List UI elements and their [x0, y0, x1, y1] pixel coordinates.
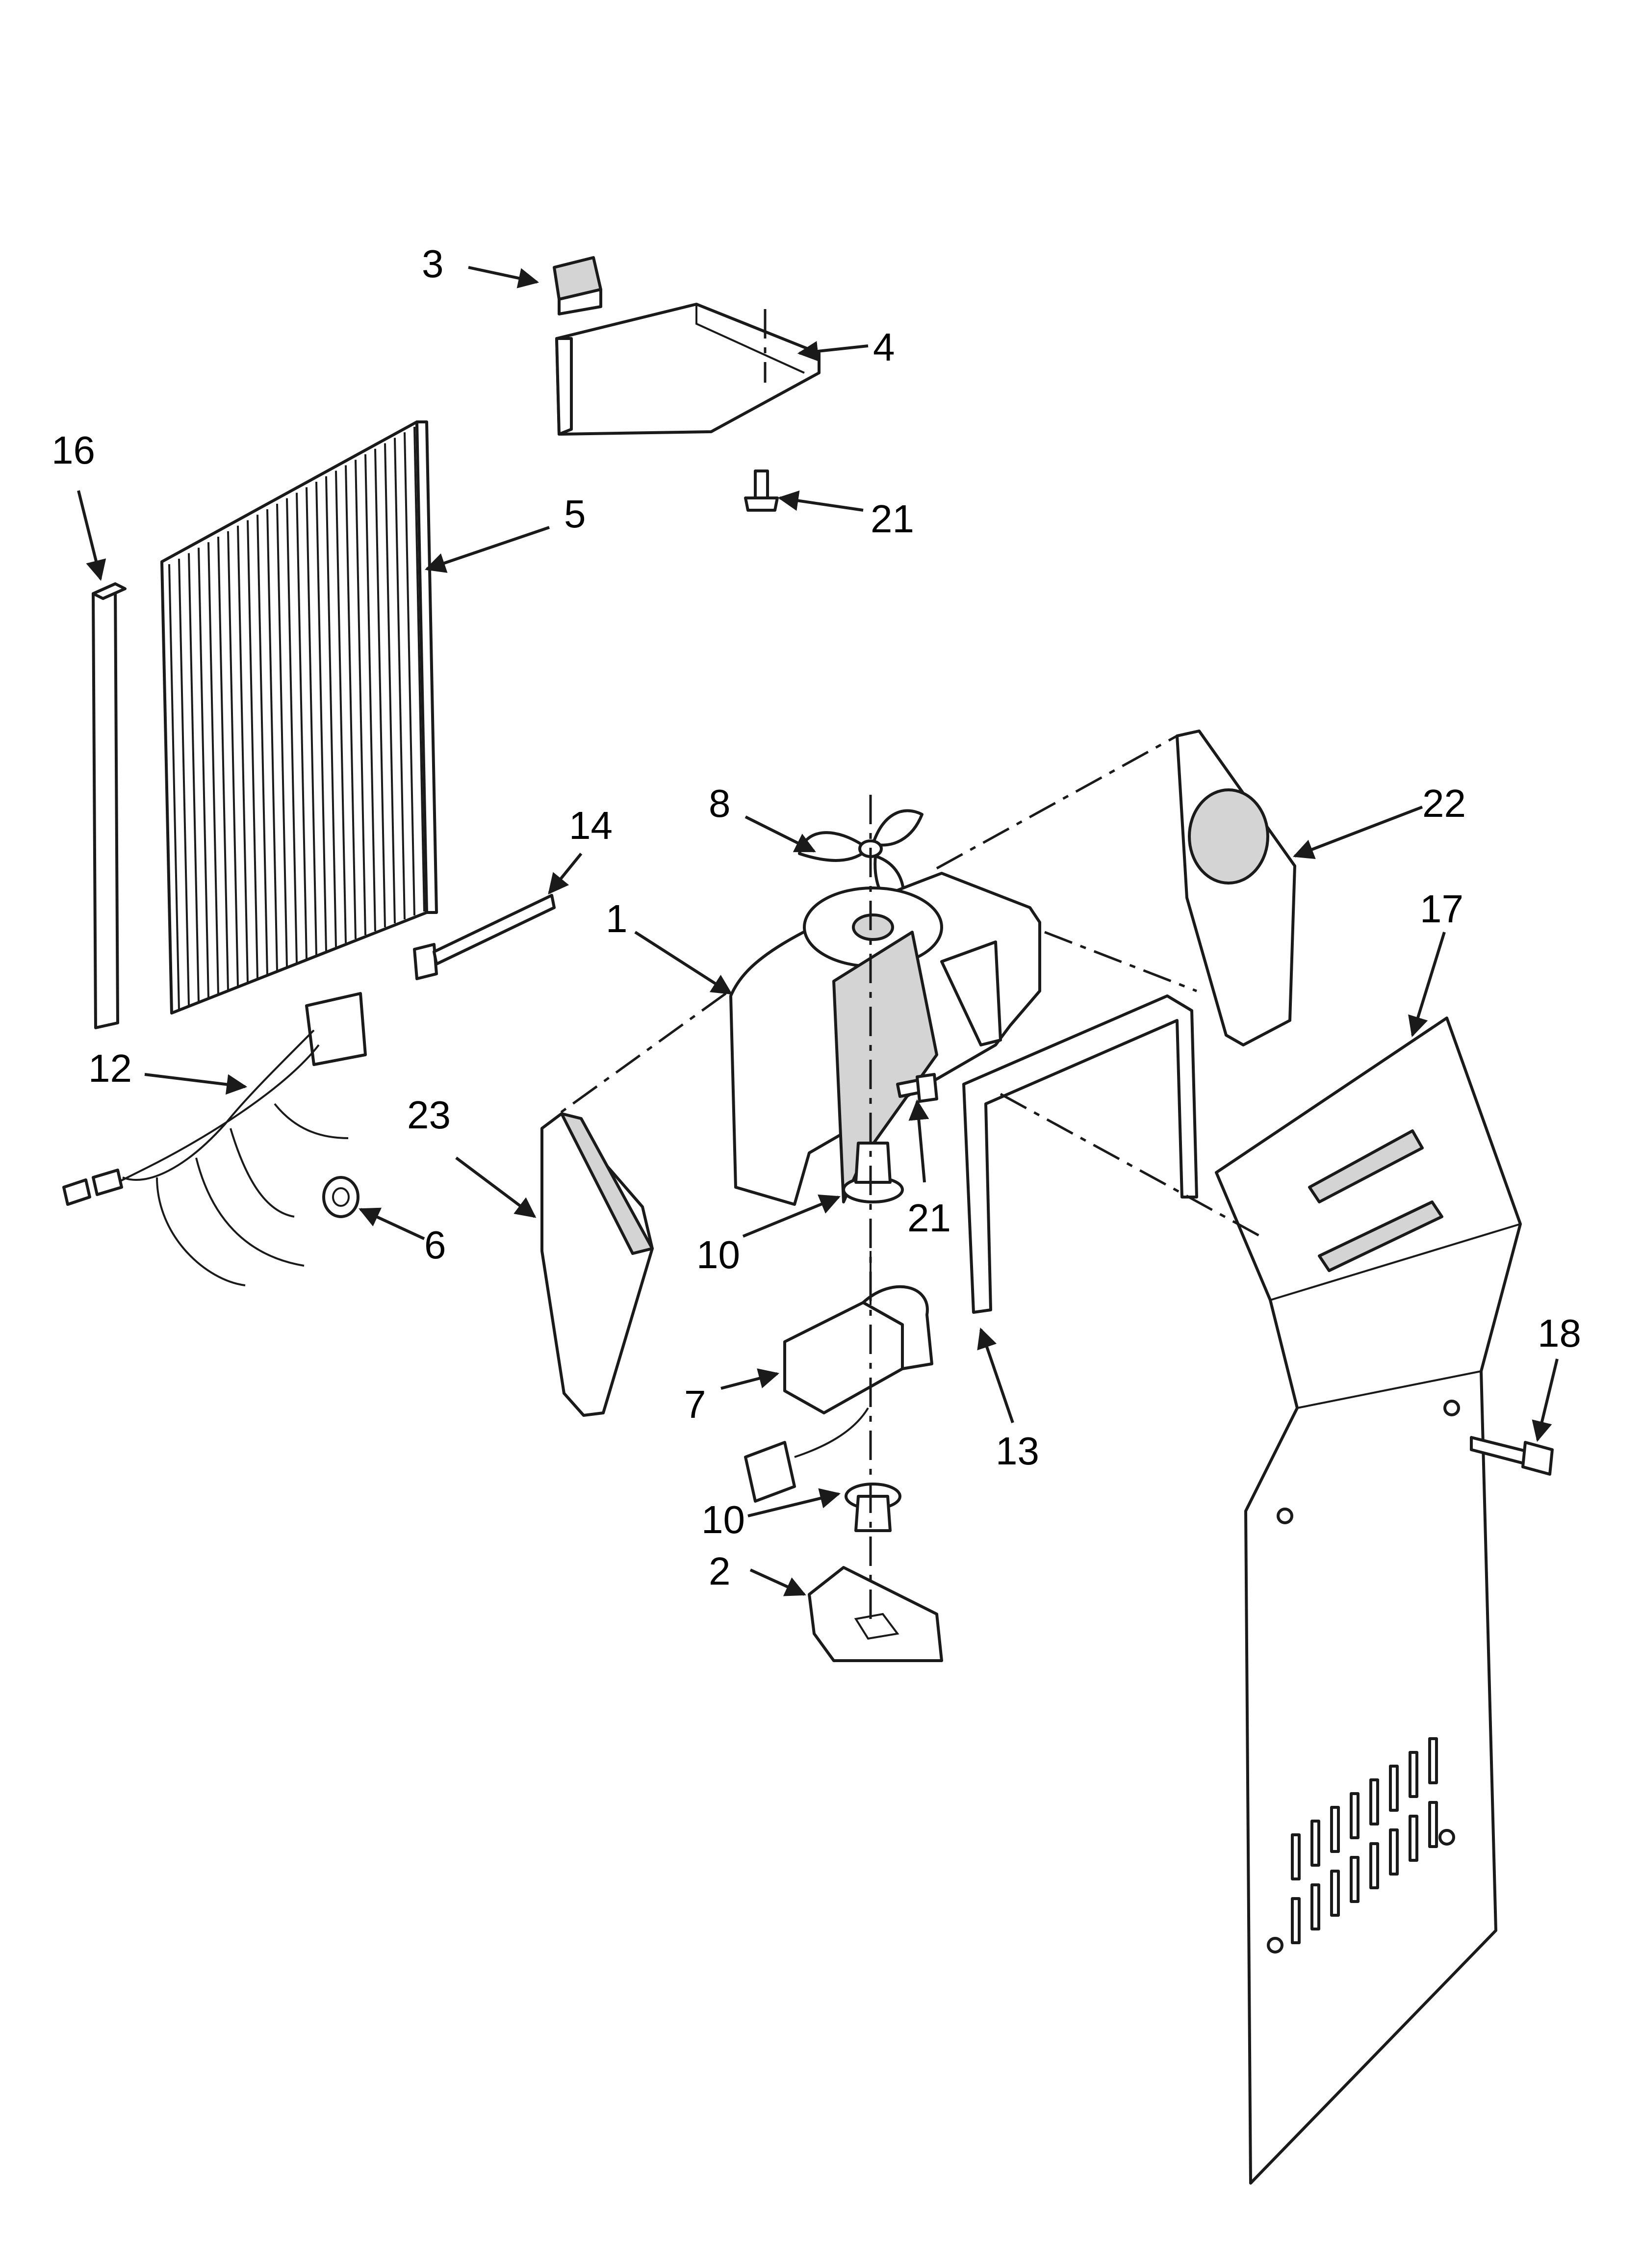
vent-slot: [1291, 1897, 1301, 1944]
part-21-screw-middle: [896, 1073, 938, 1103]
coil-fin: [413, 426, 425, 912]
coil-fin: [247, 520, 258, 979]
callout-16: 16: [51, 428, 95, 472]
coil-fin: [257, 515, 268, 975]
vent-slot: [1428, 1737, 1438, 1784]
callout-12: 12: [88, 1046, 132, 1090]
vent-slot: [1409, 1815, 1418, 1862]
callout-14: 14: [569, 804, 613, 847]
part-1-fan-housing: [729, 872, 1041, 1206]
vent-slot: [1310, 1883, 1320, 1930]
coil-fin: [355, 460, 366, 936]
part-22-duct-panel: [1176, 730, 1296, 1046]
coil-fin: [207, 542, 219, 994]
part-6-knob: [322, 1176, 359, 1218]
callout-3: 3: [422, 242, 444, 286]
vent-slot: [1330, 1806, 1340, 1853]
vent-slot: [1389, 1765, 1399, 1812]
callout-22: 22: [1422, 782, 1466, 825]
part-17-rear-cover: [1215, 1017, 1522, 2185]
part-10-grommet-lower: [845, 1483, 901, 1532]
callout-13: 13: [996, 1429, 1039, 1473]
coil-fin: [168, 564, 180, 1010]
part-21-screw-top: [744, 469, 779, 512]
callout-2: 2: [709, 1549, 731, 1593]
coil-fin: [315, 481, 327, 951]
part-4-bracket: [555, 303, 821, 436]
part-16-strip: [92, 582, 127, 1029]
leader-lines: [77, 266, 1559, 1596]
vent-slot: [1310, 1820, 1320, 1867]
coil-fin: [374, 448, 386, 928]
vent-slot: [1369, 1842, 1379, 1889]
callout-10-upper: 10: [696, 1233, 740, 1277]
coil-fin: [276, 503, 288, 967]
assembly-lines: [558, 734, 1261, 1238]
coil-fin: [178, 558, 190, 1006]
coil-fin: [188, 553, 200, 1002]
vent-slot: [1409, 1751, 1418, 1798]
part-10-grommet-upper: [842, 1142, 904, 1203]
callout-21-middle: 21: [907, 1196, 951, 1240]
part-18-screw: [1470, 1436, 1554, 1476]
part-5-coil: [160, 420, 438, 1015]
coil-fin: [345, 465, 357, 939]
vent-slot: [1350, 1856, 1360, 1903]
callout-18: 18: [1538, 1311, 1581, 1355]
coil-fin: [335, 470, 347, 943]
coil-fin: [364, 454, 376, 932]
callout-6: 6: [424, 1223, 446, 1267]
callout-17: 17: [1420, 887, 1463, 931]
coil-fin: [404, 432, 415, 916]
coil-fin: [384, 443, 396, 924]
part-7-motor: [744, 1251, 933, 1503]
vent-slot: [1369, 1778, 1379, 1825]
coil-fin: [286, 498, 298, 963]
callout-1: 1: [606, 897, 628, 940]
callout-labels: 3 4 21 5 16 14 8 1 22 17 12 23 21 10 6 7…: [51, 242, 1581, 1593]
coil-fin: [198, 547, 209, 998]
coil-fin: [325, 476, 337, 947]
coil-fin: [237, 525, 249, 983]
callout-10-lower: 10: [701, 1498, 745, 1541]
part-12-wire-harness: [62, 992, 367, 1286]
part-14-cable-tie: [413, 894, 556, 980]
coil-fin: [227, 531, 239, 987]
part-23-side-panel: [540, 1112, 654, 1417]
vent-slot: [1428, 1801, 1438, 1848]
callout-21-top: 21: [871, 497, 914, 541]
callout-5: 5: [564, 492, 586, 536]
vent-slot: [1291, 1833, 1301, 1880]
coil-fin: [266, 509, 278, 971]
coil-fin: [296, 493, 308, 959]
coil-fin: [217, 536, 229, 991]
coil-fin: [306, 487, 317, 955]
vent-slot: [1389, 1828, 1399, 1876]
vent-slot: [1350, 1792, 1360, 1839]
part-2-motor-bracket: [808, 1566, 943, 1662]
part-13-u-channel: [962, 994, 1198, 1314]
callout-23: 23: [407, 1093, 451, 1137]
vent-slot: [1330, 1870, 1340, 1917]
callout-4: 4: [873, 325, 895, 369]
callout-7: 7: [684, 1382, 706, 1426]
callout-8: 8: [709, 782, 731, 825]
part-3-clip: [553, 256, 602, 315]
coil-fin: [394, 438, 406, 920]
